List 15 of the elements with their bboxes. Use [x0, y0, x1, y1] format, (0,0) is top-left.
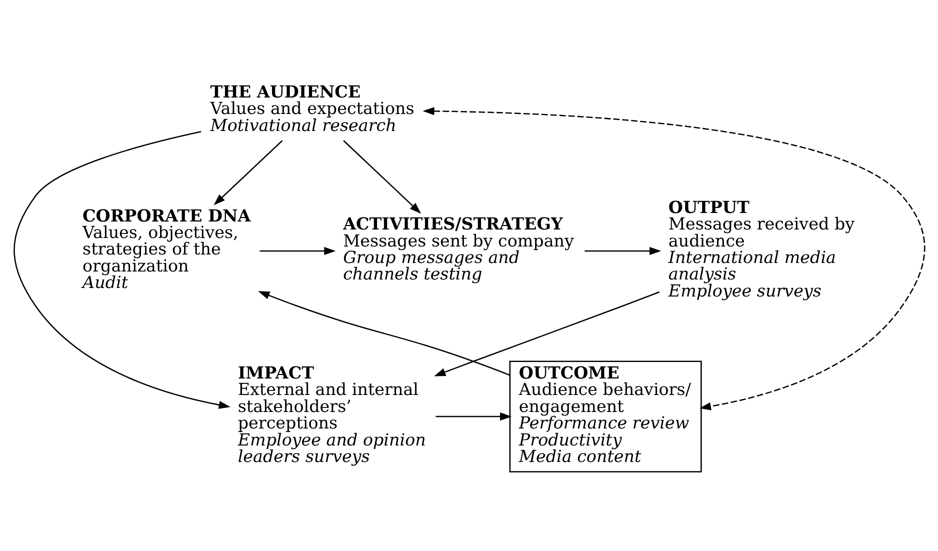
node-text: OUTPUT Messages received by audience International media analysis Employee surveys: [668, 196, 854, 300]
node-text: CORPORATE DNA Values, objectives, strategies of the organization Audit: [82, 204, 250, 292]
arrow: [422, 106, 925, 410]
arrow: [258, 290, 510, 376]
node-text: ACTIVITIES/STRATEGY Messages sent by company Group messages and channels testing: [342, 213, 574, 284]
node-box: OUTCOME Audience behaviors/ engagement Performance review Productivity Media content: [508, 360, 702, 472]
arrow: [434, 290, 660, 376]
arrow: [584, 246, 661, 255]
arrow: [342, 140, 421, 214]
arrow: [259, 246, 336, 255]
arrow: [13, 130, 230, 408]
node-text: IMPACT External and internal stakeholders’ perceptions Employee and opinion leaders surveys: [237, 362, 426, 466]
arrow: [435, 412, 512, 420]
node-text: THE AUDIENCE Values and expectations Motivational research: [210, 80, 414, 134]
arrow: [213, 140, 282, 205]
